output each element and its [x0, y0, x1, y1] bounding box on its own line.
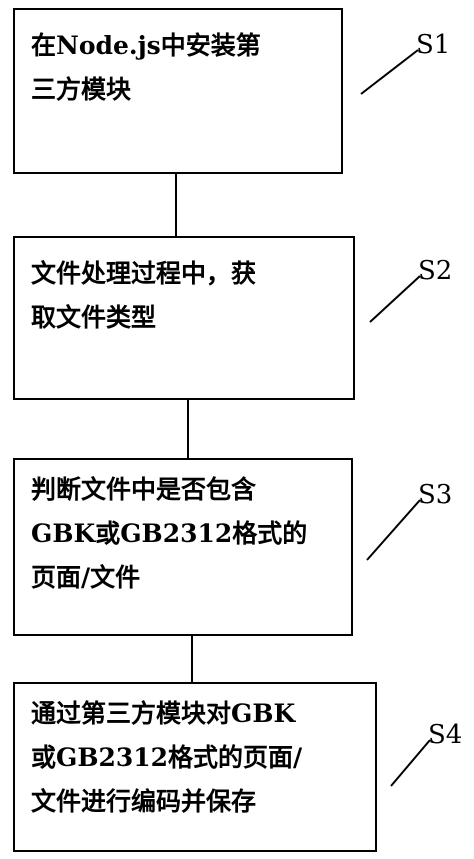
step-text-line: 判断文件中是否包含: [31, 475, 257, 504]
step-text-line: 文件处理过程中，获: [31, 259, 257, 288]
step-label-s3: S3: [418, 480, 453, 510]
step-text-line: GBK或GB2312格式的: [31, 519, 308, 548]
step-text-line: 文件进行编码并保存: [31, 787, 257, 816]
step-text-line: 三方模块: [31, 75, 132, 104]
connector-s1-s2: [175, 174, 177, 236]
leader-line-s1: [360, 49, 419, 95]
step-label-s1: S1: [416, 30, 451, 60]
connector-s2-s3: [187, 400, 189, 458]
step-label-s4: S4: [428, 720, 463, 750]
step-text-line: 页面/文件: [31, 563, 141, 592]
leader-line-s3: [366, 499, 421, 561]
step-text-line: 通过第三方模块对GBK: [31, 699, 296, 728]
leader-line-s4: [390, 739, 431, 787]
step-text-line: 在Node.js中安装第: [31, 31, 261, 60]
leader-line-s2: [369, 275, 421, 323]
step-box-s3: 判断文件中是否包含 GBK或GB2312格式的 页面/文件: [13, 458, 353, 636]
step-text-line: 或GB2312格式的页面/: [31, 743, 303, 772]
step-box-s1: 在Node.js中安装第 三方模块: [13, 8, 343, 174]
step-label-s2: S2: [418, 256, 453, 286]
step-text-line: 取文件类型: [31, 303, 157, 332]
connector-s3-s4: [191, 636, 193, 682]
step-box-s2: 文件处理过程中，获 取文件类型: [13, 236, 355, 400]
step-box-s4: 通过第三方模块对GBK 或GB2312格式的页面/ 文件进行编码并保存: [13, 682, 377, 852]
